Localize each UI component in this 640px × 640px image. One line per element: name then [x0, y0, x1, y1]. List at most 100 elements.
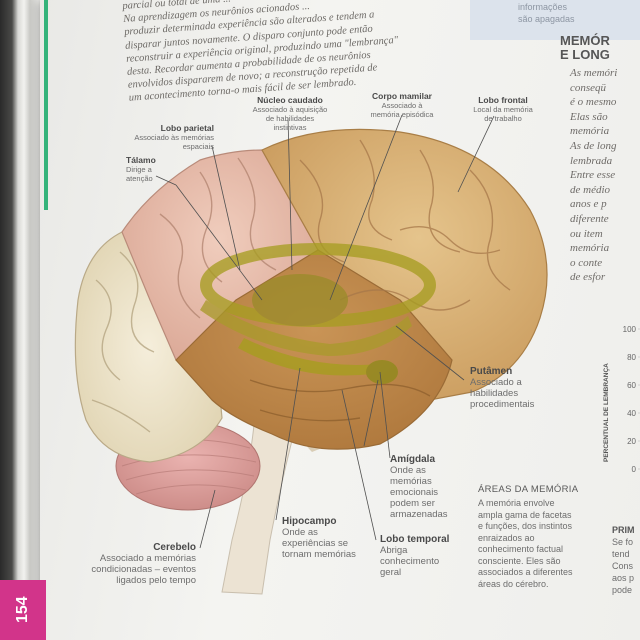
areas-line: consciente. Eles são: [478, 555, 561, 566]
areas-line: conhecimento factual: [478, 544, 564, 554]
label-putamen: Putâmen Associado a habilidades procedim…: [470, 366, 550, 410]
chart-tick-label: 0: [632, 465, 637, 474]
info-box-line: informações: [518, 2, 568, 12]
label-title: Lobo temporal: [380, 534, 450, 545]
label-desc: ligados pelo tempo: [116, 575, 196, 586]
label-cerebelo: Cerebelo Associado a memórias condiciona…: [80, 542, 196, 586]
label-desc: espaciais: [182, 142, 214, 151]
label-desc: Associado a memórias: [99, 553, 196, 564]
right-column-line: conseqü: [570, 81, 607, 94]
label-title: Lobo parietal: [160, 123, 214, 133]
label-desc: instintivas: [273, 123, 307, 132]
amygdala: [366, 360, 398, 384]
prim-line: tend: [612, 549, 630, 559]
label-desc: de trabalho: [484, 114, 522, 123]
label-corpo-mamilar: Corpo mamilar Associado à memória episód…: [362, 91, 442, 120]
right-heading-line: MEMÓR: [560, 33, 610, 48]
prim-line: Cons: [612, 561, 634, 571]
hippocampus: [238, 338, 378, 376]
right-column-line: As memóri: [570, 67, 618, 79]
areas-line: ampla gama de facetas: [478, 509, 572, 520]
right-column-line: memória: [570, 242, 610, 255]
info-box-line: são apagadas: [518, 14, 575, 24]
label-desc: Associado à aquisição: [252, 105, 328, 114]
label-lobo-frontal: Lobo frontal Local da memória de trabalh…: [466, 95, 540, 124]
chart-tick-label: 80: [627, 353, 636, 362]
right-column-line: Entre esse: [570, 169, 616, 182]
label-title: Lobo frontal: [478, 95, 528, 105]
label-desc: memórias: [390, 476, 432, 487]
right-column-line: memória: [570, 125, 610, 138]
chart-tick-label: 60: [627, 381, 636, 390]
label-desc: experiências se: [282, 538, 349, 549]
chart-tick-label: 20: [627, 437, 636, 446]
label-title: Tálamo: [126, 155, 156, 165]
label-desc: Abriga: [380, 545, 408, 556]
right-column-line: de esfor: [570, 271, 606, 284]
gyri-lines: [91, 139, 511, 433]
chart-tick-label: 100: [623, 325, 637, 334]
prim-line: Se fo: [612, 537, 634, 547]
label-title: Hipocampo: [282, 516, 337, 527]
areas-line: A memória envolve: [478, 498, 555, 508]
areas-title: ÁREAS DA MEMÓRIA: [478, 484, 579, 495]
limbic-system: [200, 243, 436, 384]
label-lobo-temporal: Lobo temporal Abriga conhecimento geral: [380, 534, 460, 578]
label-desc: Onde as: [390, 465, 426, 476]
label-talamo: Tálamo Dirige a atenção: [126, 155, 166, 184]
green-accent-bar: [44, 0, 48, 210]
caudate-tail: [200, 300, 412, 356]
areas-line: associados a diferentes: [478, 567, 573, 577]
label-desc: podem ser: [390, 498, 435, 509]
label-desc: Onde as: [282, 527, 318, 538]
areas-line: enraizados ao: [478, 532, 535, 543]
label-title: Núcleo caudado: [257, 95, 323, 105]
chart-ticks: 100 80 60 40 20 0: [623, 325, 640, 474]
label-desc: tornam memórias: [282, 549, 356, 560]
right-column-line: anos e p: [570, 198, 607, 211]
chart-axis-label: PERCENTUAL DE LEMBRANÇA: [603, 363, 610, 462]
right-heading: MEMÓR E LONG: [560, 34, 640, 62]
prim-title: PRIM: [612, 525, 635, 535]
label-title: Corpo mamilar: [372, 91, 432, 101]
label-hipocampo: Hipocampo Onde as experiências se tornam…: [282, 516, 366, 560]
label-desc: armazenadas: [390, 509, 448, 520]
label-desc: geral: [380, 567, 402, 578]
right-column-line: é o mesmo: [570, 96, 617, 109]
right-column-line: As de long: [570, 139, 617, 152]
label-amigdala: Amígdala Onde as memórias emocionais pod…: [390, 454, 460, 520]
leader-lines: [155, 114, 495, 549]
label-nucleo-caudado: Núcleo caudado Associado à aquisição de …: [252, 95, 328, 133]
label-title: Putâmen: [470, 366, 513, 377]
info-box: informações são apagadas: [470, 0, 640, 40]
label-desc: emocionais: [390, 487, 439, 498]
label-desc: de habilidades: [265, 114, 315, 123]
label-desc: Associado a: [470, 377, 522, 388]
prim-line: pode: [612, 585, 633, 595]
label-desc: habilidades: [470, 388, 519, 399]
label-desc: Local da memória: [473, 105, 533, 114]
right-column-line: diferente: [570, 212, 609, 225]
label-title: Cerebelo: [153, 542, 196, 553]
label-desc: procedimentais: [470, 399, 535, 410]
label-desc: atenção: [126, 174, 153, 183]
thalamus: [252, 274, 348, 326]
label-desc: Associado às memórias: [134, 133, 214, 142]
right-column-line: ou item: [570, 227, 603, 240]
areas-line: e funções, dos instintos: [478, 521, 573, 531]
right-column-line: de médio: [570, 183, 611, 196]
right-column-line: Elas são: [570, 110, 608, 123]
right-column-line: o conte: [570, 256, 603, 269]
areas-line: áreas do cérebro.: [478, 578, 549, 589]
label-desc: Associado à: [381, 101, 423, 110]
label-desc: memória episódica: [370, 110, 434, 119]
label-title: Amígdala: [390, 454, 436, 465]
chart-tick-label: 40: [627, 409, 636, 418]
right-heading-line: E LONG: [560, 47, 610, 62]
